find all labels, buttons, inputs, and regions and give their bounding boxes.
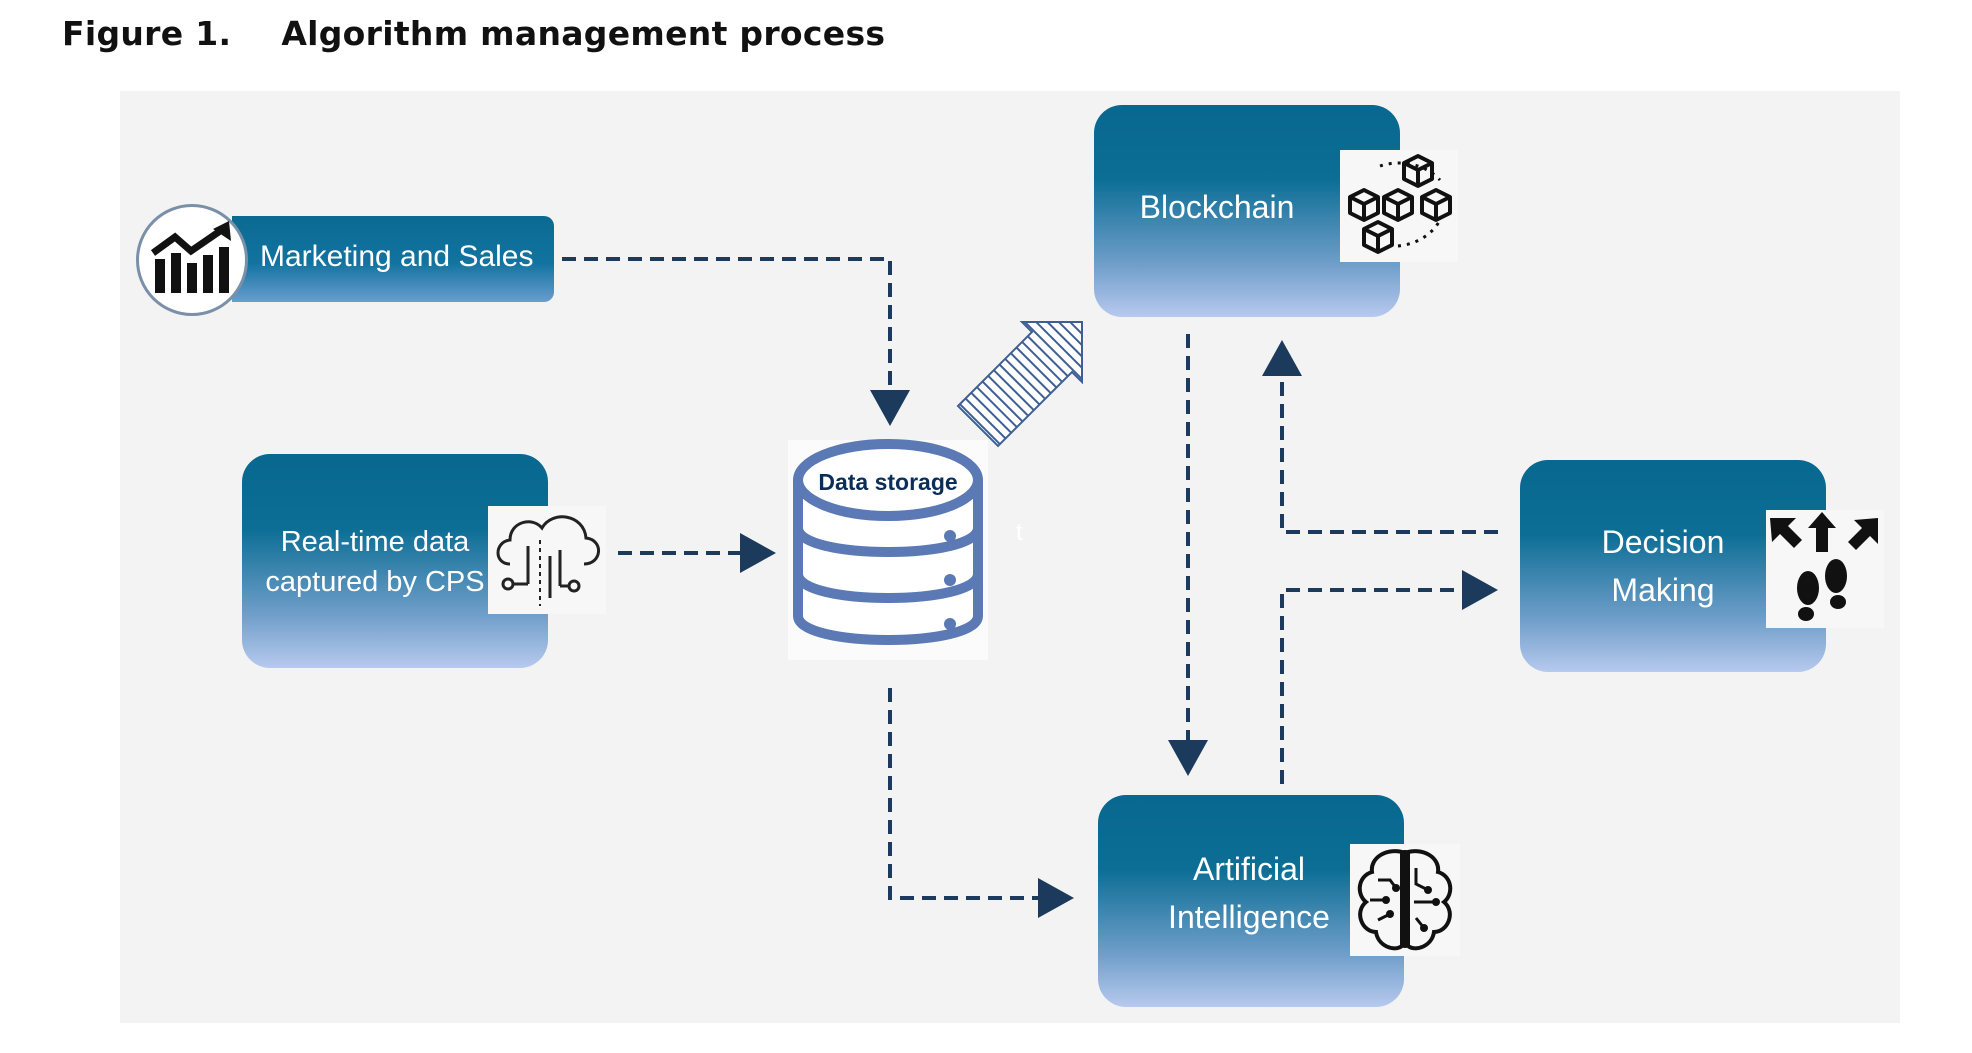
node-marketing-label: Marketing and Sales [260, 240, 534, 273]
node-realtime-line2: captured by CPS [265, 566, 485, 598]
node-storage-label: Data storage [818, 469, 957, 495]
node-real-time-data: Real-time data captured by CPS [242, 454, 548, 668]
arrow-marketing-to-storage [562, 257, 910, 426]
node-decision-line1: Decision [1601, 524, 1725, 560]
cloud-circuit-icon [488, 506, 606, 614]
node-artificial-intelligence: Artificial Intelligence [1098, 795, 1404, 1007]
blockchain-cubes-icon [1340, 150, 1458, 262]
hatched-arrow-storage-to-blockchain [956, 321, 1083, 448]
arrow-storage-to-ai [888, 688, 1074, 918]
node-ai-line1: Artificial [1192, 851, 1305, 887]
node-realtime-line1: Real-time data [280, 526, 470, 558]
chart-growth-icon [136, 204, 248, 316]
figure-title: Algorithm management process [281, 14, 886, 53]
database-icon [788, 439, 988, 660]
arrow-decision-to-blockchain [1262, 340, 1498, 534]
stray-mark: t [1016, 519, 1023, 546]
node-decision-making: Decision Making [1520, 460, 1826, 672]
figure-caption: Figure 1. Algorithm management process [62, 14, 885, 53]
arrow-ai-to-decision [1280, 570, 1498, 784]
brain-circuit-icon [1350, 844, 1460, 956]
node-ai-line2: Intelligence [1168, 899, 1330, 935]
figure-number: Figure 1. [62, 14, 232, 53]
decision-arrows-footsteps-icon [1766, 510, 1884, 628]
node-decision-line2: Making [1611, 572, 1715, 608]
node-marketing-and-sales: Marketing and Sales [232, 216, 554, 302]
node-blockchain-label: Blockchain [1139, 189, 1295, 225]
